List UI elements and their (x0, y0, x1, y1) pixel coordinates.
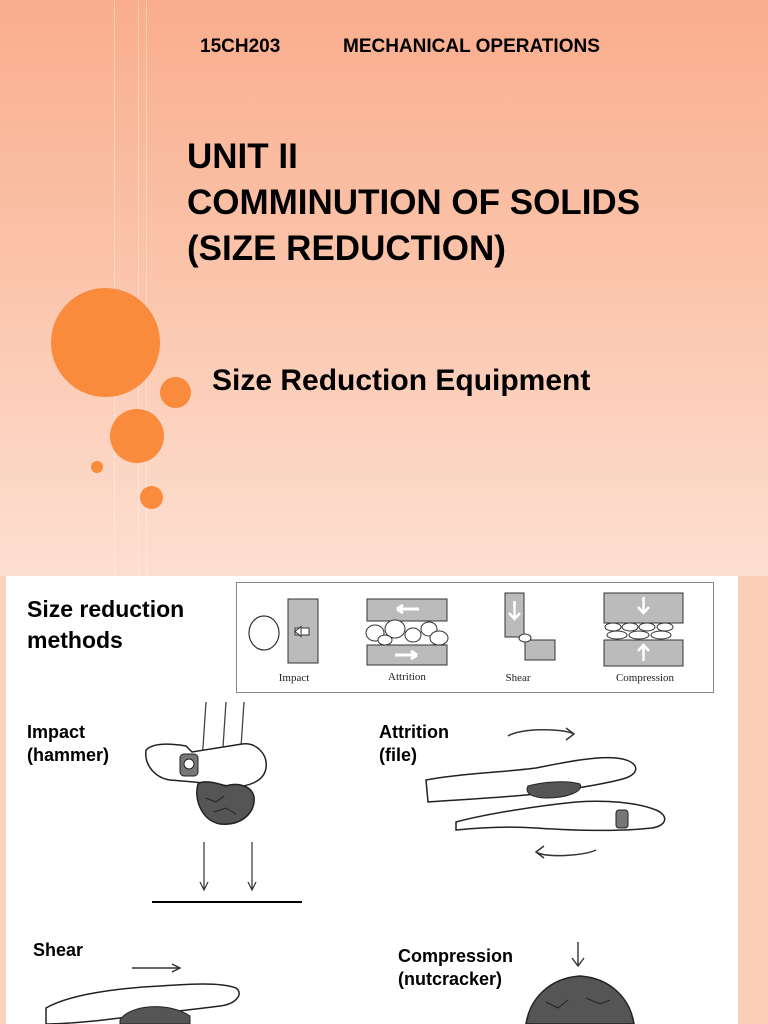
unit-title-line: COMMINUTION OF SOLIDS (187, 183, 641, 222)
slide-subtitle: Size Reduction Equipment (212, 364, 591, 397)
nutcracker-illustration (525, 942, 635, 1024)
decorative-circle-medium (110, 409, 164, 463)
unit-title: UNIT II COMMINUTION OF SOLIDS (SIZE REDU… (187, 134, 640, 272)
impact-caption-line: (hammer) (27, 745, 110, 765)
compression-schematic (603, 592, 684, 667)
compression-caption-line: (nutcracker) (398, 969, 503, 989)
methods-diagram-shapes (248, 592, 684, 667)
impact-schematic (248, 598, 319, 664)
methods-diagram: Impact Attrition Shear Compression (236, 582, 714, 693)
attrition-caption-line: (file) (379, 745, 417, 765)
file-hands-illustration (425, 727, 666, 859)
methods-slide: Size reduction methods (0, 576, 768, 1024)
attrition-caption: Attrition (file) (379, 721, 449, 767)
unit-title-line: (SIZE REDUCTION) (187, 229, 506, 268)
hammer-hand-illustration (145, 701, 302, 903)
shear-caption: Shear (33, 939, 83, 962)
course-name: MECHANICAL OPERATIONS (343, 36, 600, 57)
impact-caption: Impact (hammer) (27, 721, 109, 767)
unit-title-line: UNIT II (187, 137, 298, 176)
diagram-label-impact: Impact (278, 672, 310, 684)
decorative-circle-small (160, 377, 191, 408)
impact-caption-line: Impact (27, 722, 86, 742)
shear-hand-illustration (45, 963, 240, 1024)
diagram-label-compression: Compression (615, 672, 675, 684)
decorative-circle-tiny (91, 461, 103, 473)
methods-title-line: Size reduction (27, 596, 185, 622)
methods-title: Size reduction methods (27, 594, 184, 656)
course-code: 15CH203 (200, 36, 281, 57)
diagram-label-attrition: Attrition (388, 671, 426, 683)
compression-caption-line: Compression (398, 946, 514, 966)
compression-caption: Compression (nutcracker) (398, 945, 513, 991)
decorative-line (138, 0, 139, 576)
title-slide: 15CH203 MECHANICAL OPERATIONS UNIT II CO… (0, 0, 768, 576)
decorative-circle-small (140, 486, 163, 509)
shear-caption-line: Shear (33, 940, 84, 960)
decorative-circle-large (51, 288, 160, 397)
diagram-label-shear: Shear (505, 672, 531, 684)
methods-title-line: methods (27, 627, 123, 653)
shear-schematic (504, 592, 556, 661)
attrition-caption-line: Attrition (379, 722, 449, 742)
attrition-schematic (365, 598, 449, 666)
decorative-line (146, 0, 147, 576)
